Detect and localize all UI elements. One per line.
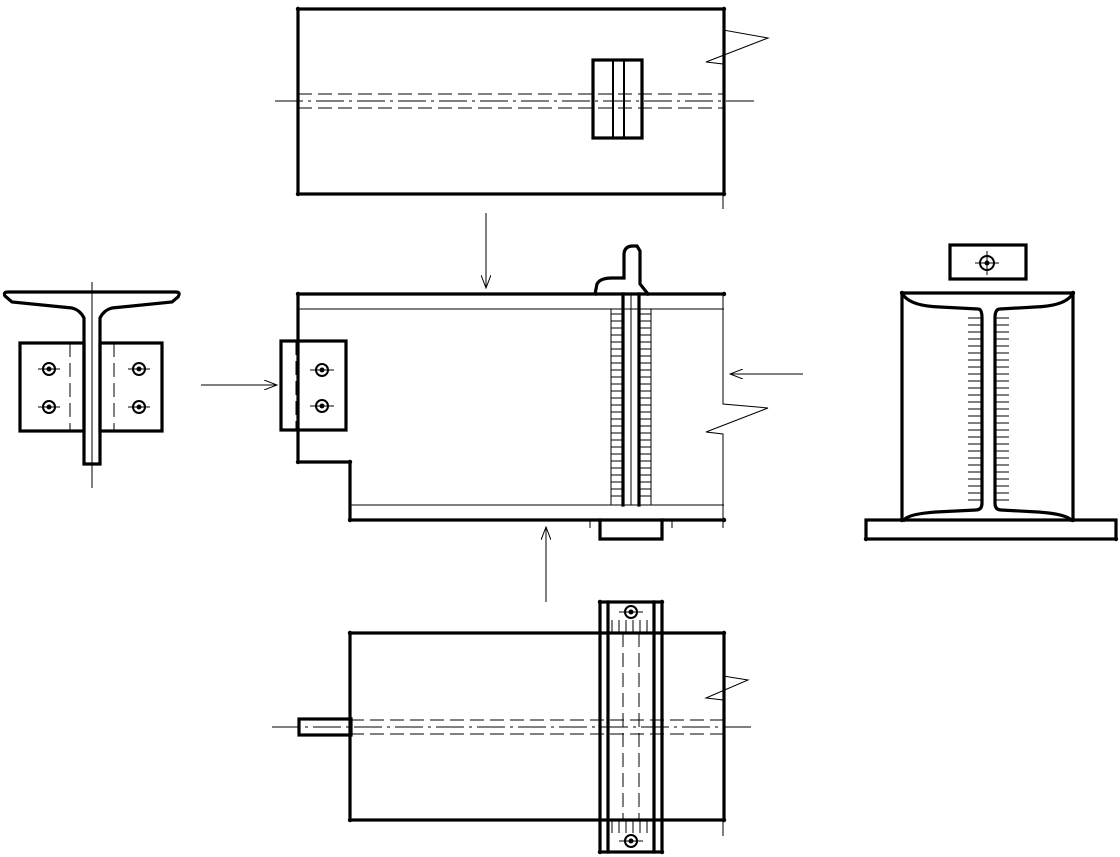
- weld-marks: [639, 313, 651, 497]
- vertex-dot: [721, 291, 727, 297]
- view-arrows: [201, 213, 803, 602]
- vertex-dot: [721, 817, 727, 823]
- vertex-dot: [721, 6, 727, 12]
- vertex-dot: [347, 817, 353, 823]
- vertex-dot: [1113, 536, 1119, 542]
- top-view: [275, 7, 770, 209]
- vertex-dot: [295, 459, 301, 465]
- vertex-dot: [295, 6, 301, 12]
- vertex-dot: [721, 517, 727, 523]
- weld-marks: [968, 317, 982, 501]
- bottom-view: [272, 600, 755, 854]
- vertex-dot: [347, 459, 353, 465]
- vertex-dot: [295, 191, 301, 197]
- vertex-dot: [659, 599, 665, 605]
- vertex-dot: [1070, 290, 1076, 296]
- vertex-dot: [597, 599, 603, 605]
- vertex-dot: [863, 536, 869, 542]
- weld-marks: [995, 317, 1009, 501]
- right-end-view: [864, 243, 1118, 541]
- weld-marks: [611, 620, 648, 633]
- vertex-dot: [295, 291, 301, 297]
- left-end-view: [2, 282, 181, 488]
- vertex-dot: [659, 849, 665, 855]
- vertex-dot: [899, 290, 905, 296]
- front-view: [279, 244, 769, 541]
- vertex-dot: [899, 517, 905, 523]
- vertex-dot: [1070, 517, 1076, 523]
- weld-marks: [611, 313, 623, 497]
- vertex-dot: [597, 849, 603, 855]
- weld-marks: [611, 820, 648, 833]
- vertex-dot: [347, 517, 353, 523]
- vertex-dot: [721, 630, 727, 636]
- vertex-dot: [721, 191, 727, 197]
- vertex-dot: [347, 630, 353, 636]
- vertex-marks: [295, 6, 1119, 855]
